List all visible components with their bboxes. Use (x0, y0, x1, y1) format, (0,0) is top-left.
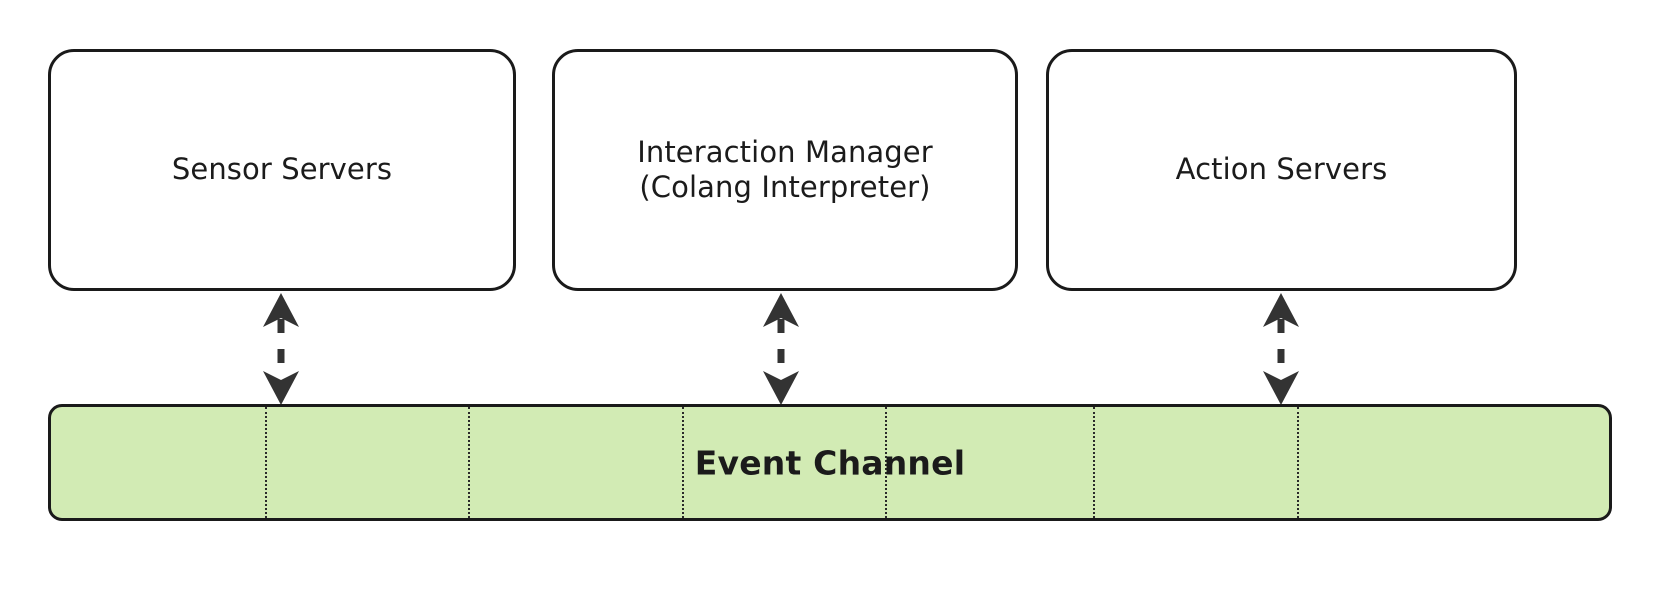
connector-action-to-channel (1261, 293, 1301, 405)
channel-divider-5 (1093, 407, 1095, 518)
event-channel-label: Event Channel (694, 443, 966, 482)
channel-divider-1 (265, 407, 267, 518)
connector-sensor-to-channel (261, 293, 301, 405)
channel-divider-3 (682, 407, 684, 518)
connector-interaction-to-channel (761, 293, 801, 405)
component-label-interaction-manager: Interaction Manager (Colang Interpreter) (637, 134, 933, 204)
event-channel-bar[interactable]: Event Channel (48, 404, 1612, 521)
component-label-sensor-servers: Sensor Servers (171, 152, 393, 187)
component-box-action-servers[interactable]: Action Servers (1046, 49, 1517, 291)
component-label-action-servers: Action Servers (1175, 152, 1388, 187)
channel-divider-6 (1297, 407, 1299, 518)
component-box-interaction-manager[interactable]: Interaction Manager (Colang Interpreter) (552, 49, 1018, 291)
channel-divider-2 (468, 407, 470, 518)
channel-divider-4 (885, 407, 887, 518)
component-box-sensor-servers[interactable]: Sensor Servers (48, 49, 516, 291)
